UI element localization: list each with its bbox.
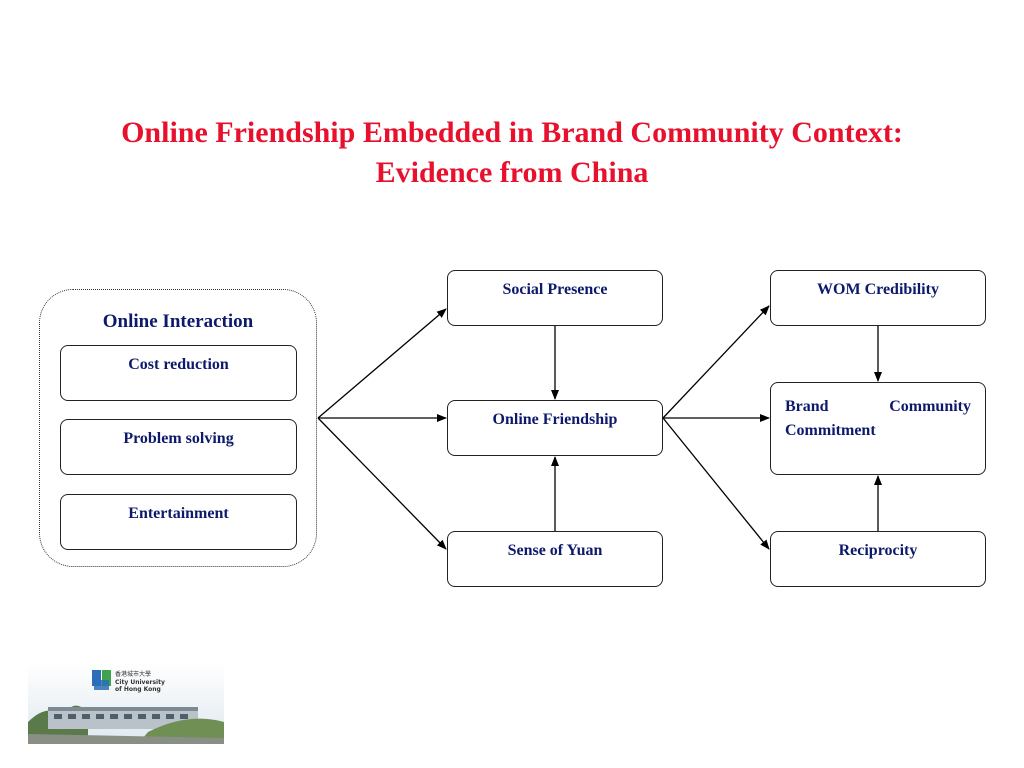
logo-chinese-name: 香港城市大學	[115, 670, 151, 678]
online-interaction-group	[39, 289, 317, 567]
arrow-friendship-to-wom	[662, 305, 770, 419]
arrow-friendship-to-reciprocity	[662, 417, 770, 550]
slide-title-line-2: Evidence from China	[375, 156, 649, 189]
social-presence-box: Social Presence	[447, 270, 663, 326]
slide-title-line-1: Online Friendship Embedded in Brand Comm…	[121, 116, 903, 149]
university-emblem-icon	[92, 670, 111, 690]
wom-credibility-box: WOM Credibility	[770, 270, 986, 326]
online-interaction-title: Online Interaction	[102, 311, 254, 332]
arrow-interaction-to-social-presence	[317, 308, 447, 419]
arrow-interaction-to-sense-of-yuan	[317, 417, 447, 550]
problem-solving-box: Problem solving	[60, 419, 297, 475]
online-friendship-box: Online Friendship	[447, 400, 663, 456]
logo-english-line-2: of Hong Kong	[115, 686, 161, 693]
sense-of-yuan-box: Sense of Yuan	[447, 531, 663, 587]
reciprocity-box: Reciprocity	[770, 531, 986, 587]
slide-title: Online Friendship Embedded in Brand Comm…	[0, 113, 1024, 193]
cost-reduction-box: Cost reduction	[60, 345, 297, 401]
entertainment-box: Entertainment	[60, 494, 297, 550]
city-university-logo: 香港城市大學 City University of Hong Kong	[28, 662, 224, 744]
logo-english-line-1: City University	[115, 679, 165, 686]
brand-community-commitment-box: Brand Community Commitment	[770, 382, 986, 475]
